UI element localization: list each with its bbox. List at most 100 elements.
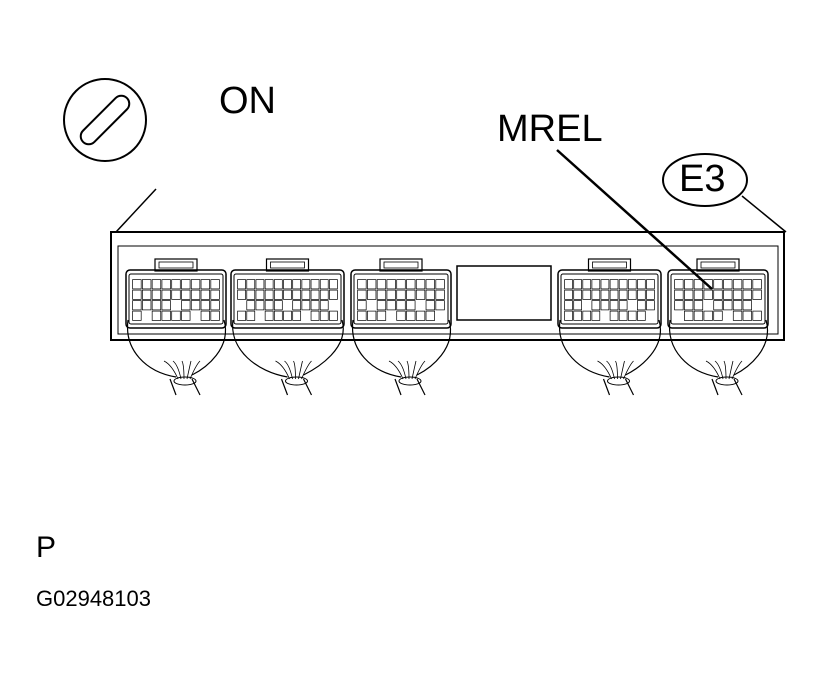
connector-pin <box>161 289 171 300</box>
connector-pin <box>618 289 628 300</box>
connector-pin <box>273 310 283 321</box>
connector-pin <box>246 310 256 321</box>
connector-pin <box>386 300 396 311</box>
connector-pin <box>319 289 329 300</box>
connector-pin <box>609 300 619 311</box>
connector-pin <box>246 300 256 311</box>
connector-pin <box>627 279 637 290</box>
connector-pin <box>132 289 142 300</box>
connector-pin <box>367 279 377 290</box>
connector-pin <box>609 279 619 290</box>
connector-pin <box>200 279 210 290</box>
connector-2 <box>230 258 345 329</box>
connector-pin <box>190 279 201 290</box>
connector-pin <box>329 279 338 290</box>
connector-pin <box>742 279 752 290</box>
connector-pin <box>415 279 426 290</box>
connector-pin <box>435 300 445 311</box>
connector-pin <box>357 289 367 300</box>
connector-pin <box>283 279 292 290</box>
connector-pin <box>684 300 694 311</box>
connector-pin <box>723 300 733 311</box>
connector-pin <box>732 310 743 321</box>
connector-pin <box>396 289 406 300</box>
connector-pin <box>151 300 162 311</box>
connector-pin <box>646 279 655 290</box>
connector-pin <box>357 310 367 321</box>
connector-pin <box>415 310 426 321</box>
connector-pin <box>246 289 256 300</box>
connector-pin <box>132 300 142 311</box>
harness-4 <box>559 319 662 396</box>
connector-pin <box>627 310 637 321</box>
connector-pin <box>591 279 601 290</box>
connector-pin <box>310 279 320 290</box>
connector-pin <box>713 279 723 290</box>
connector-pin <box>255 279 265 290</box>
connector-pin <box>573 310 582 321</box>
connector-pin <box>292 289 302 300</box>
connector-pin <box>684 310 694 321</box>
connector-pin <box>319 310 329 321</box>
connector-pin <box>181 279 191 290</box>
connector-pin <box>319 300 329 311</box>
connector-pin <box>264 310 274 321</box>
connector-pin <box>752 289 762 300</box>
connector-pin <box>742 289 752 300</box>
connector-pin <box>752 310 762 321</box>
connector-pin <box>600 300 610 311</box>
connector-pin <box>171 310 181 321</box>
harness-3 <box>351 319 452 396</box>
connector-pin <box>600 289 610 300</box>
connector-pin <box>376 279 387 290</box>
connector-pin <box>684 289 694 300</box>
connector-pin <box>406 310 416 321</box>
connector-pin <box>210 289 220 300</box>
connector-pin <box>564 300 573 311</box>
connector-pin <box>637 279 646 290</box>
connector-pin <box>573 289 582 300</box>
connector-pin <box>435 279 445 290</box>
connector-pin <box>255 289 265 300</box>
connector-pin <box>283 289 292 300</box>
connector-pin <box>246 279 256 290</box>
connector-pin <box>703 310 713 321</box>
connector-pin <box>674 289 684 300</box>
connector-pin <box>190 300 201 311</box>
connector-pin <box>142 279 152 290</box>
connector-pin <box>210 300 220 311</box>
center-window <box>456 265 552 321</box>
connector-group <box>125 258 769 329</box>
harness-1 <box>126 319 227 396</box>
connector-pin <box>732 289 743 300</box>
connector-pin <box>425 300 435 311</box>
connector-pin <box>292 300 302 311</box>
connector-pin <box>161 310 171 321</box>
connector-pin <box>627 289 637 300</box>
connector-pin <box>406 300 416 311</box>
side-p-label: P <box>36 531 57 564</box>
connector-5 <box>667 258 769 329</box>
connector-pin <box>618 300 628 311</box>
connector-pin <box>310 310 320 321</box>
connector-pin <box>618 279 628 290</box>
connector-pin <box>142 289 152 300</box>
connector-pin <box>376 310 387 321</box>
connector-pin <box>582 279 592 290</box>
connector-pin <box>255 300 265 311</box>
harness-5 <box>668 319 769 396</box>
connector-pin <box>723 289 733 300</box>
connector-pin <box>200 300 210 311</box>
connector-pin <box>151 289 162 300</box>
ignition-switch-icon <box>63 78 147 162</box>
connector-pin <box>609 289 619 300</box>
figure-code: G02948103 <box>36 586 151 611</box>
connector-e3-label: E3 <box>679 158 726 200</box>
connector-pin <box>693 279 704 290</box>
connector-pin <box>200 289 210 300</box>
connector-pin <box>396 310 406 321</box>
connector-pin <box>210 310 220 321</box>
connector-pin <box>713 289 723 300</box>
connector-pin <box>674 279 684 290</box>
